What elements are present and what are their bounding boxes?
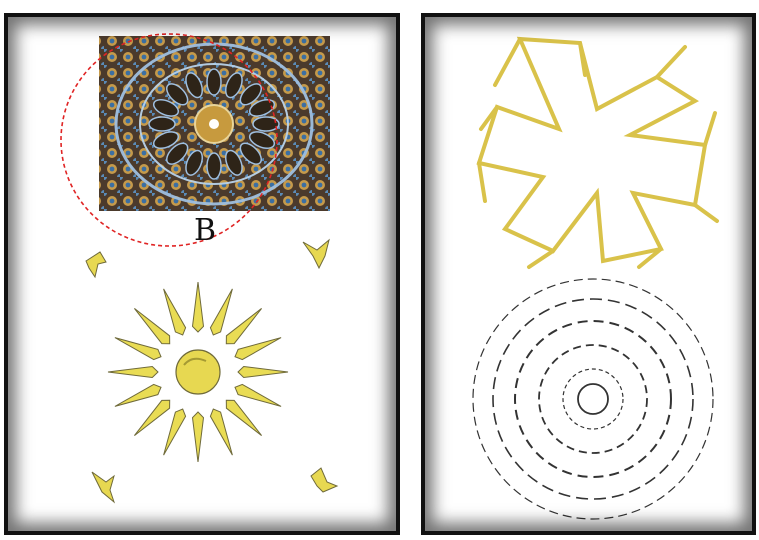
sun-ray [164,289,186,335]
sun-ray [226,400,261,435]
sun-ray [108,367,158,378]
sun-ray [134,308,169,343]
photo-label: B [194,213,216,248]
dome-petal [253,117,279,131]
dome-petal [207,69,221,95]
corner-leaf-top-right [303,240,329,268]
sun-ray [235,384,281,406]
sun-ray [164,409,186,455]
sun-ray [210,409,232,455]
mosaic-dome-photo [99,36,330,211]
sun-ray [193,282,204,332]
sun-ray [235,338,281,360]
sun-ray [210,289,232,335]
dome-petal [207,153,221,179]
sun-ray [134,400,169,435]
sun-ray [115,384,161,406]
sun-sketch [108,282,288,462]
stick-star-figure [479,39,717,267]
right-panel [421,13,756,535]
sun-ray [115,338,161,360]
sun-ray [238,367,288,378]
left-panel: B [4,13,400,535]
corner-leaf-bottom-right [311,468,337,492]
sun-ray [226,308,261,343]
concentric-rings [473,279,713,519]
sun-ray [193,412,204,462]
right-panel-art [425,17,752,531]
dome-petal [149,117,175,131]
corner-leaf-bottom-left [92,472,114,502]
corner-leaf-top-left [86,252,106,277]
left-panel-art [8,17,396,531]
